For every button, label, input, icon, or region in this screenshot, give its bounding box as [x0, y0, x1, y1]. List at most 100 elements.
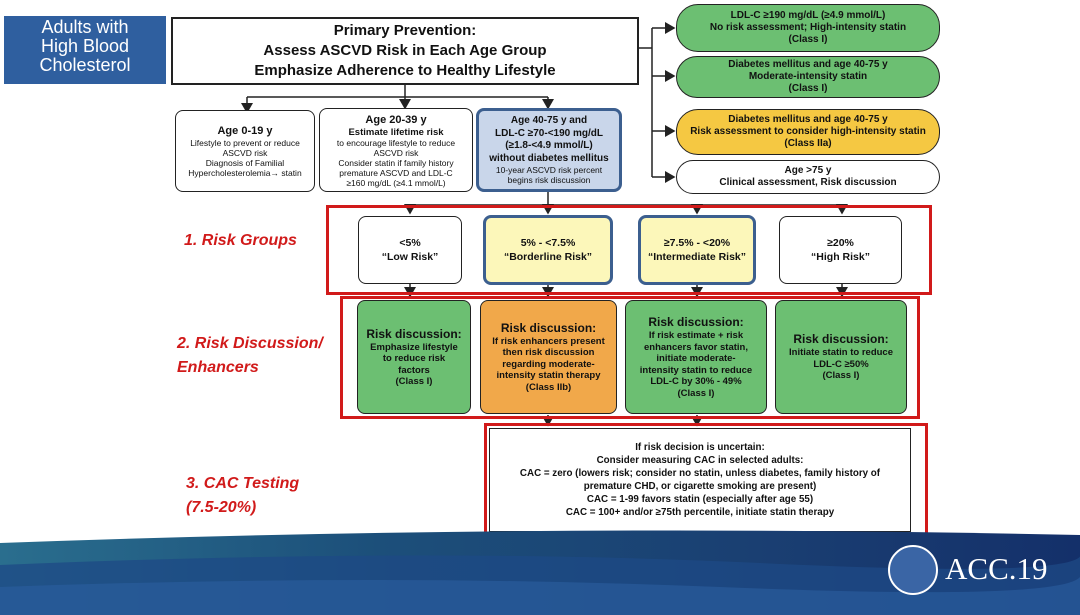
discussion-line: then risk discussion [502, 347, 595, 359]
age-group-line: Diagnosis of Familial [205, 158, 285, 168]
risk-label: “Borderline Risk” [503, 251, 593, 263]
discussion-line: Emphasize lifestyle [370, 341, 458, 353]
risk-groups-frame [326, 205, 932, 295]
risk-range: 5% - <7.5% [520, 237, 576, 249]
risk-label: “Low Risk” [381, 251, 439, 263]
right-box-line: No risk assessment; High-intensity stati… [709, 22, 907, 33]
primary-prevention-box: Primary Prevention: Assess ASCVD Risk in… [171, 17, 639, 85]
step-1-label: 1. Risk Groups [184, 229, 297, 253]
age-group-note: begins risk discussion [507, 175, 591, 185]
primary-line: Assess ASCVD Risk in Each Age Group [263, 42, 547, 59]
right-box-line: Diabetes mellitus and age 40-75 y [728, 59, 888, 70]
risk-group-low: <5% “Low Risk” [358, 216, 462, 284]
age-group-line: Consider statin if family history [338, 157, 454, 168]
step-line: 1. Risk Groups [184, 232, 297, 249]
discussion-line: If risk estimate + risk [648, 330, 744, 341]
primary-line: Emphasize Adherence to Healthy Lifestyle [254, 62, 556, 79]
slide-label-line: High Blood [40, 36, 130, 56]
age-group-line: ASCVD risk [222, 148, 268, 158]
discussion-line: (Class IIb) [525, 381, 572, 393]
risk-group-intermediate: ≥7.5% - <20% “Intermediate Risk” [638, 215, 756, 285]
age-group-0-19: Age 0-19 y Lifestyle to prevent or reduc… [175, 110, 315, 192]
age-group-line: premature ASCVD and LDL-C [339, 167, 453, 178]
risk-group-high: ≥20% “High Risk” [779, 216, 902, 284]
discussion-line: intensity statin therapy [496, 370, 601, 382]
cac-line: If risk decision is uncertain: [635, 442, 765, 453]
discussion-line: factors [398, 364, 430, 376]
cac-line: CAC = zero (lowers risk; consider no sta… [519, 468, 881, 479]
right-box-line: Moderate-intensity statin [748, 71, 868, 82]
right-box-line: Risk assessment to consider high-intensi… [690, 126, 926, 137]
age-group-note: 10-year ASCVD risk percent [495, 165, 603, 175]
slide-label-line: Adults with [41, 17, 129, 37]
age-group-line: Hypercholesterolemia→ statin [188, 168, 302, 178]
age-group-line: to encourage lifestyle to reduce [336, 137, 456, 148]
age-group-line: LDL-C ≥70-<190 mg/dL [494, 127, 603, 139]
age-group-40-75: Age 40-75 y and LDL-C ≥70-<190 mg/dL (≥1… [476, 108, 622, 192]
risk-label: “Intermediate Risk” [647, 251, 747, 263]
discussion-intermediate-risk: Risk discussion: If risk estimate + risk… [625, 300, 767, 414]
discussion-line: (Class I) [677, 387, 715, 399]
acc-brand-text: ACC.19 [945, 551, 1048, 586]
diabetes-high-intensity-box: Diabetes mellitus and age 40-75 y Risk a… [676, 109, 940, 155]
step-3-label: 3. CAC Testing (7.5-20%) [186, 472, 299, 520]
risk-range: <5% [399, 237, 421, 249]
discussion-line: enhancers favor statin, [643, 341, 748, 353]
discussion-head: Risk discussion: [500, 320, 597, 335]
cac-testing-box: If risk decision is uncertain: Consider … [489, 428, 911, 532]
age-group-line: Lifestyle to prevent or reduce [190, 138, 300, 148]
right-box-line: Age >75 y [784, 165, 832, 176]
step-line: 2. Risk Discussion/ [177, 335, 323, 352]
discussion-low-risk: Risk discussion: Emphasize lifestyle to … [357, 300, 471, 414]
risk-range: ≥20% [827, 237, 854, 249]
age-group-line: (≥1.8-<4.9 mmol/L) [505, 140, 593, 151]
age-group-line: ASCVD risk [373, 147, 419, 158]
age-group-20-39: Age 20-39 y Estimate lifetime risk to en… [319, 108, 473, 192]
age-group-title: Age 0-19 y [217, 125, 273, 137]
cac-line: CAC = 100+ and/or ≥75th percentile, init… [565, 507, 835, 518]
step-line: (7.5-20%) [186, 499, 257, 516]
ldl-190-box: LDL-C ≥190 mg/dL (≥4.9 mmol/L) No risk a… [676, 4, 940, 52]
discussion-line: (Class I) [395, 376, 433, 387]
step-line: Enhancers [177, 359, 259, 376]
right-box-line: (Class I) [788, 34, 828, 45]
discussion-line: (Class I) [822, 370, 860, 382]
slide-label: Adults with High Blood Cholesterol [4, 16, 166, 84]
diabetes-moderate-box: Diabetes mellitus and age 40-75 y Modera… [676, 56, 940, 98]
step-2-label: 2. Risk Discussion/ Enhancers [177, 332, 323, 380]
discussion-line: If risk enhancers present [492, 335, 605, 347]
age-group-title: Age 40-75 y and [510, 115, 588, 126]
cac-line: Consider measuring CAC in selected adult… [596, 455, 804, 466]
cac-line: CAC = 1-99 favors statin (especially aft… [586, 494, 814, 505]
age-group-line: ≥160 mg/dL (≥4.1 mmol/L) [346, 177, 446, 188]
discussion-head: Risk discussion: [648, 315, 744, 329]
right-box-line: Clinical assessment, Risk discussion [719, 177, 897, 188]
right-box-line: LDL-C ≥190 mg/dL (≥4.9 mmol/L) [730, 10, 886, 21]
discussion-high-risk: Risk discussion: Initiate statin to redu… [775, 300, 907, 414]
step-line: 3. CAC Testing [186, 475, 300, 492]
age-over-75-box: Age >75 y Clinical assessment, Risk disc… [676, 160, 940, 194]
acc-seal-logo [888, 545, 938, 595]
right-box-line: (Class I) [788, 83, 828, 94]
age-group-title: Age 20-39 y [365, 113, 427, 126]
age-group-line: Estimate lifetime risk [348, 126, 444, 138]
discussion-line: Initiate statin to reduce [789, 347, 893, 359]
risk-label: “High Risk” [811, 251, 870, 263]
discussion-line: LDL-C ≥50% [813, 358, 869, 370]
discussion-line: LDL-C by 30% - 49% [650, 376, 742, 387]
cac-line: premature CHD, or cigarette smoking are … [583, 481, 817, 492]
age-group-line: without diabetes mellitus [489, 152, 609, 164]
footer-band [0, 530, 1080, 615]
discussion-head: Risk discussion: [793, 332, 889, 347]
discussion-head: Risk discussion: [366, 326, 462, 341]
discussion-line: to reduce risk [382, 353, 446, 364]
risk-range: ≥7.5% - <20% [663, 237, 731, 249]
discussion-line: intensity statin to reduce [639, 364, 753, 376]
risk-discussion-frame [340, 296, 920, 419]
right-box-line: Diabetes mellitus and age 40-75 y [728, 114, 888, 125]
discussion-line: initiate moderate- [656, 353, 736, 364]
slide-label-line: Cholesterol [39, 55, 131, 75]
discussion-line: regarding moderate- [502, 358, 595, 370]
primary-title: Primary Prevention: [333, 22, 477, 39]
risk-group-borderline: 5% - <7.5% “Borderline Risk” [483, 215, 613, 285]
